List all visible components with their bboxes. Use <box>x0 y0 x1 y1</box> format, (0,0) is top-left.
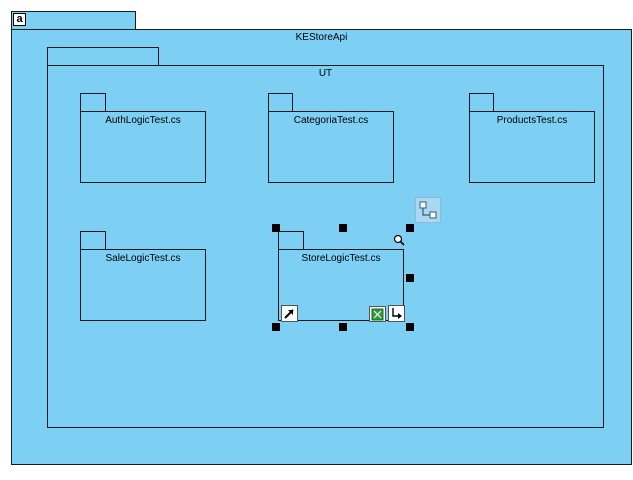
resize-handle-sw[interactable] <box>272 323 280 331</box>
file-package-tab[interactable] <box>469 93 494 112</box>
file-package-tab[interactable] <box>268 93 293 112</box>
package-kestoreapi-label: KEStoreApi <box>295 32 348 43</box>
file-package-tab[interactable] <box>80 231 106 250</box>
resize-handle-e[interactable] <box>406 274 414 282</box>
resize-handle-nw[interactable] <box>272 224 280 232</box>
resize-handle-n[interactable] <box>339 224 347 232</box>
file-package-label: CategoriaTest.cs <box>293 115 369 126</box>
file-package-tab[interactable] <box>80 93 106 112</box>
resize-handle-ne[interactable] <box>406 224 414 232</box>
zoom-icon[interactable] <box>393 233 405 246</box>
file-package-label: ProductsTest.cs <box>496 115 568 126</box>
package-ut-label: UT <box>318 68 333 79</box>
file-package-salelogictest[interactable]: SaleLogicTest.cs <box>80 249 206 321</box>
file-package-label: AuthLogicTest.cs <box>105 115 181 126</box>
package-kestoreapi-tab[interactable] <box>11 11 136 30</box>
package-a-icon: a <box>13 13 26 26</box>
file-package-productstest[interactable]: ProductsTest.cs <box>469 111 595 183</box>
resize-handle-s[interactable] <box>339 323 347 331</box>
fit-to-content-icon[interactable] <box>369 306 386 322</box>
link-arrow-icon[interactable] <box>388 305 405 322</box>
file-package-tab[interactable] <box>278 231 304 250</box>
file-package-authlogictest[interactable]: AuthLogicTest.cs <box>80 111 206 183</box>
package-ut-tab[interactable] <box>47 47 159 66</box>
resize-arrow-icon[interactable] <box>281 305 298 322</box>
file-package-label: SaleLogicTest.cs <box>105 253 181 264</box>
resize-handle-se[interactable] <box>406 323 414 331</box>
file-package-label: StoreLogicTest.cs <box>301 253 381 264</box>
file-package-categoriatest[interactable]: CategoriaTest.cs <box>268 111 394 183</box>
connector-icon[interactable] <box>415 197 441 223</box>
